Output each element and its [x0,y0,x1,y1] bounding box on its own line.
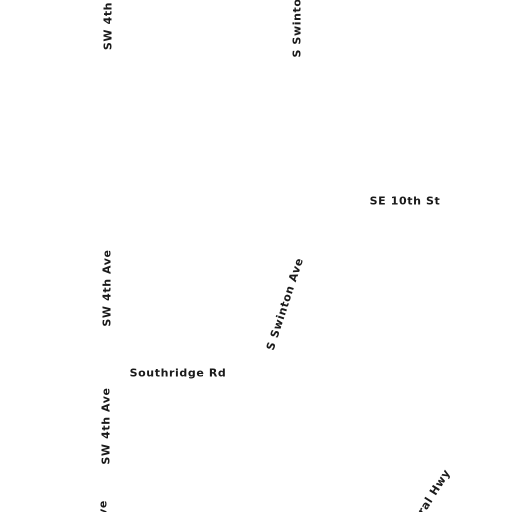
street-label-sw-4th-top: SW 4th [101,1,115,51]
street-label-sw-4th-ave-low: SW 4th Ave [99,387,113,465]
street-label-se-10th-st: SE 10th St [369,194,441,208]
street-label-s-swinton-ave: S Swinton Ave [263,256,307,352]
street-label-southridge-rd: Southridge Rd [129,366,227,380]
street-label-ave-bottom: ve [96,500,110,512]
street-label-sw-4th-ave-mid: SW 4th Ave [100,249,114,327]
street-label-s-swinton-top: S Swinto [290,0,304,58]
street-label-hwy: ral Hwy [414,466,454,512]
